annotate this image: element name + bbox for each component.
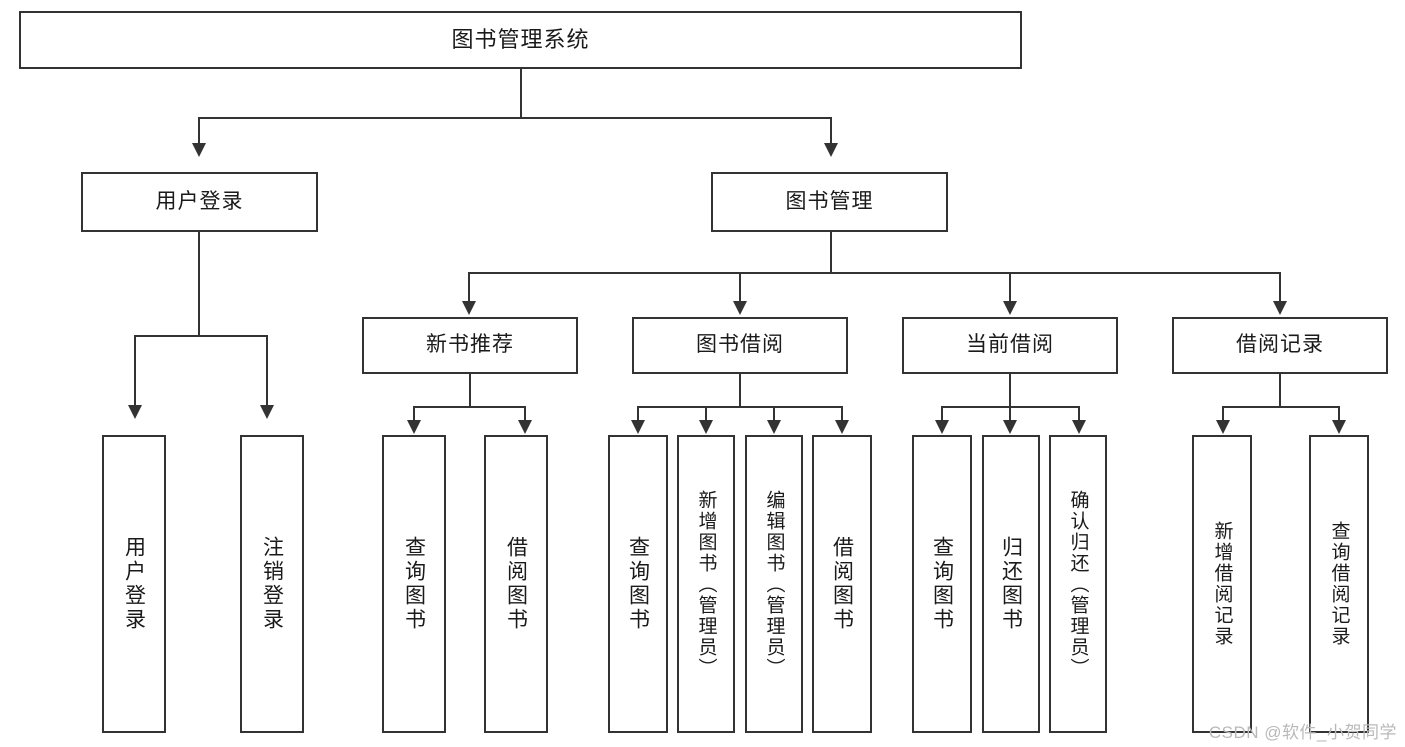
leaf-logout-login[interactable]: 注销登录 [240, 435, 304, 733]
arrow-book-borrow-to-leaf-1 [631, 420, 645, 434]
node-label: 图书借阅 [696, 333, 784, 357]
node-label: 用户登录 [122, 536, 146, 632]
connector-root-to-user-login [198, 117, 200, 145]
node-label: 新书推荐 [426, 333, 514, 357]
node-new-book-recommend[interactable]: 新书推荐 [362, 317, 578, 374]
leaf-borrow-book-2[interactable]: 借阅图书 [812, 435, 872, 733]
connector-user-login-to-leaf-1 [134, 335, 136, 407]
connector-new-book-to-leaf-2 [524, 406, 526, 422]
node-label: 注销登录 [260, 536, 284, 632]
node-label: 查询图书 [930, 536, 954, 632]
arrow-current-borrow-to-leaf-3 [1072, 420, 1086, 434]
connector-book-borrow-to-leaf-2 [705, 406, 707, 422]
connector-book-borrow-trunk [739, 374, 741, 407]
arrow-book-borrow-to-leaf-4 [835, 420, 849, 434]
leaf-add-record[interactable]: 新增借阅记录 [1192, 435, 1252, 733]
leaf-query-book-2[interactable]: 查询图书 [608, 435, 668, 733]
node-user-login[interactable]: 用户登录 [81, 172, 318, 232]
node-label: 编辑图书（管理员） [763, 489, 785, 679]
connector-borrow-record-to-leaf-1 [1222, 406, 1224, 422]
node-label: 查询图书 [626, 536, 650, 632]
arrow-root-to-book-management [824, 143, 838, 157]
node-book-borrow[interactable]: 图书借阅 [632, 317, 848, 374]
connector-book-mgmt-to-book-borrow [739, 272, 741, 303]
leaf-user-login[interactable]: 用户登录 [102, 435, 166, 733]
connector-book-mgmt-to-new-book [468, 272, 470, 303]
arrow-borrow-record-to-leaf-1 [1216, 420, 1230, 434]
node-label: 图书管理系统 [451, 27, 590, 53]
node-label: 查询借阅记录 [1328, 521, 1350, 647]
connector-user-login-bus [134, 335, 266, 337]
node-label: 用户登录 [155, 189, 244, 213]
connector-new-book-bus [413, 406, 526, 408]
arrow-current-borrow-to-leaf-1 [935, 420, 949, 434]
connector-book-management-bus [468, 272, 1280, 274]
arrow-book-borrow-to-leaf-3 [767, 420, 781, 434]
node-root-system[interactable]: 图书管理系统 [19, 11, 1022, 69]
leaf-query-record[interactable]: 查询借阅记录 [1309, 435, 1369, 733]
leaf-query-book-3[interactable]: 查询图书 [912, 435, 972, 733]
node-label: 确认归还（管理员） [1067, 489, 1089, 679]
connector-borrow-record-bus [1222, 406, 1338, 408]
arrow-book-mgmt-to-new-book [462, 301, 476, 315]
arrow-book-mgmt-to-current-borrow [1003, 301, 1017, 315]
node-label: 借阅图书 [830, 536, 854, 632]
node-borrow-record[interactable]: 借阅记录 [1172, 317, 1388, 374]
node-label: 当前借阅 [966, 333, 1054, 357]
node-label: 借阅记录 [1236, 333, 1324, 357]
connector-current-borrow-to-leaf-3 [1078, 406, 1080, 422]
arrow-new-book-to-leaf-2 [518, 420, 532, 434]
connector-new-book-trunk [469, 374, 471, 407]
arrow-book-mgmt-to-book-borrow [733, 301, 747, 315]
node-label: 归还图书 [999, 536, 1023, 632]
connector-user-login-trunk [198, 232, 200, 336]
leaf-query-book-1[interactable]: 查询图书 [382, 435, 446, 733]
connector-book-borrow-bus [637, 406, 842, 408]
connector-root-to-book-management [830, 117, 832, 145]
node-label: 图书管理 [785, 189, 874, 213]
connector-book-mgmt-to-current-borrow [1009, 272, 1011, 303]
leaf-confirm-return[interactable]: 确认归还（管理员） [1049, 435, 1107, 733]
connector-root-bus [198, 117, 832, 119]
connector-borrow-record-trunk [1279, 374, 1281, 407]
arrow-user-login-to-leaf-1 [128, 405, 142, 419]
connector-book-management-trunk [830, 232, 832, 273]
node-label: 新增借阅记录 [1211, 521, 1233, 647]
node-book-management[interactable]: 图书管理 [711, 172, 948, 232]
arrow-user-login-to-leaf-2 [260, 405, 274, 419]
connector-current-borrow-trunk [1009, 374, 1011, 407]
leaf-edit-book[interactable]: 编辑图书（管理员） [745, 435, 803, 733]
arrow-book-borrow-to-leaf-2 [699, 420, 713, 434]
connector-root-trunk [520, 69, 522, 118]
connector-new-book-to-leaf-1 [413, 406, 415, 422]
connector-current-borrow-to-leaf-1 [941, 406, 943, 422]
leaf-borrow-book-1[interactable]: 借阅图书 [484, 435, 548, 733]
node-label: 新增图书（管理员） [695, 489, 717, 679]
connector-book-borrow-to-leaf-4 [841, 406, 843, 422]
arrow-root-to-user-login [192, 143, 206, 157]
leaf-add-book[interactable]: 新增图书（管理员） [677, 435, 735, 733]
connector-borrow-record-to-leaf-2 [1338, 406, 1340, 422]
leaf-return-book[interactable]: 归还图书 [982, 435, 1040, 733]
connector-book-borrow-to-leaf-3 [773, 406, 775, 422]
node-label: 查询图书 [402, 536, 426, 632]
arrow-borrow-record-to-leaf-2 [1332, 420, 1346, 434]
connector-user-login-to-leaf-2 [266, 335, 268, 407]
connector-book-borrow-to-leaf-1 [637, 406, 639, 422]
arrow-new-book-to-leaf-1 [407, 420, 421, 434]
arrow-current-borrow-to-leaf-2 [1003, 420, 1017, 434]
connector-book-mgmt-to-borrow-record [1279, 272, 1281, 303]
arrow-book-mgmt-to-borrow-record [1273, 301, 1287, 315]
node-label: 借阅图书 [504, 536, 528, 632]
node-current-borrow[interactable]: 当前借阅 [902, 317, 1118, 374]
connector-current-borrow-to-leaf-2 [1009, 406, 1011, 422]
